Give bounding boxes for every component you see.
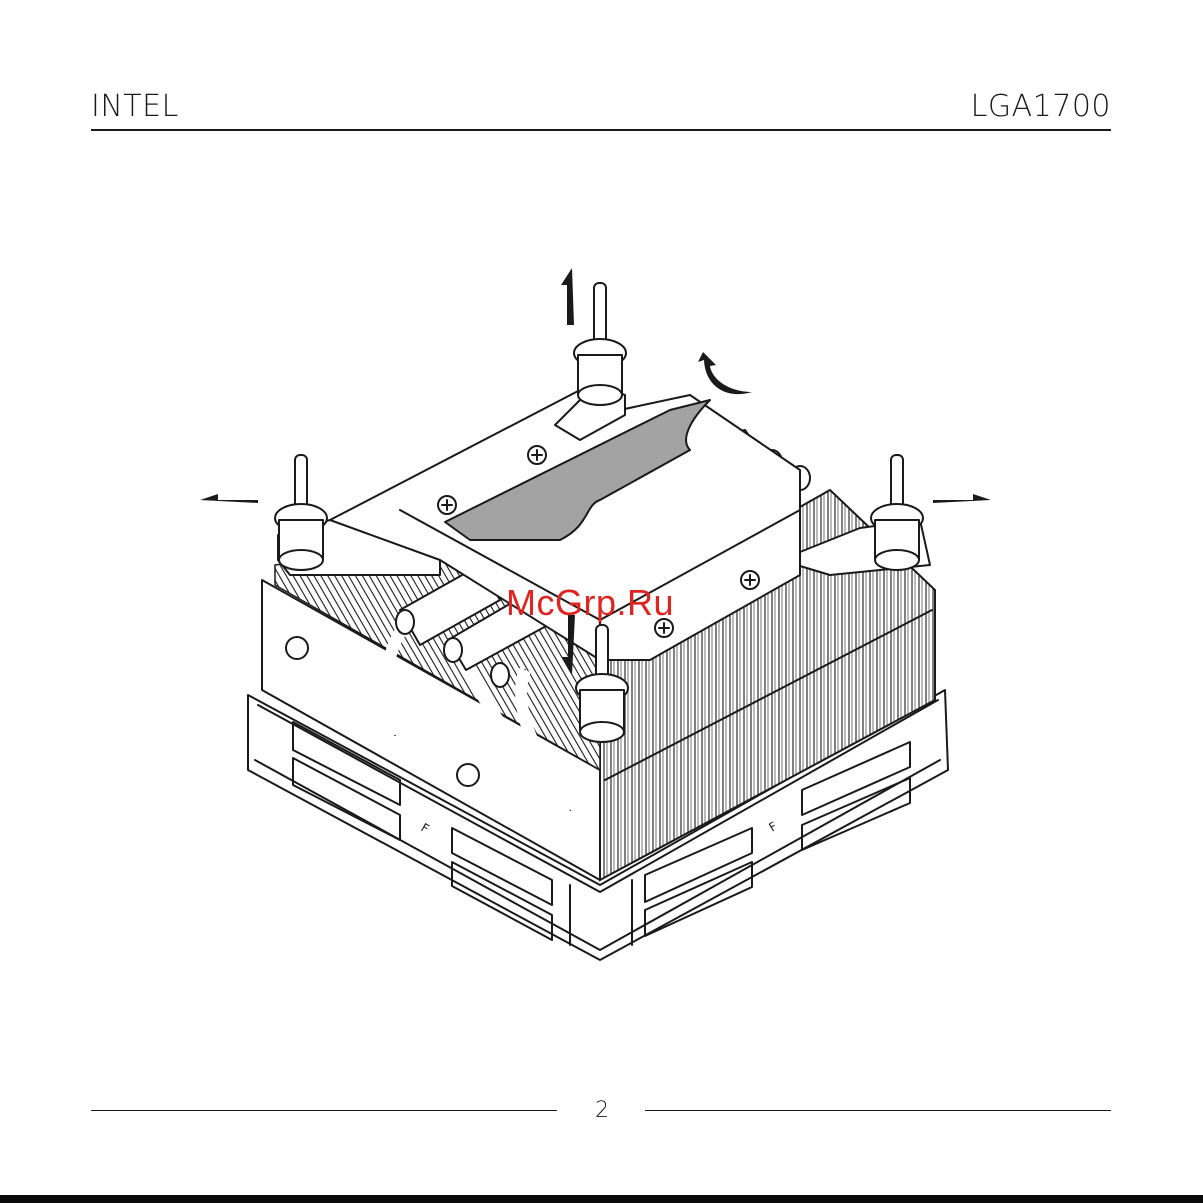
standoff-top: [574, 283, 626, 405]
arrow-right-icon: [933, 494, 991, 503]
page-number: 2: [590, 1098, 614, 1123]
peel-arrow-icon: [698, 352, 752, 394]
footer-rule-right: [645, 1110, 1111, 1111]
standoff-right: [871, 455, 923, 570]
arrow-left-icon: [200, 494, 258, 503]
standoff-left: [275, 455, 327, 570]
watermark: McGrp.Ru: [506, 582, 674, 624]
page-bottom-edge: [0, 1195, 1203, 1203]
footer-rule-left: [91, 1110, 557, 1111]
arrow-up-icon: [561, 268, 574, 325]
